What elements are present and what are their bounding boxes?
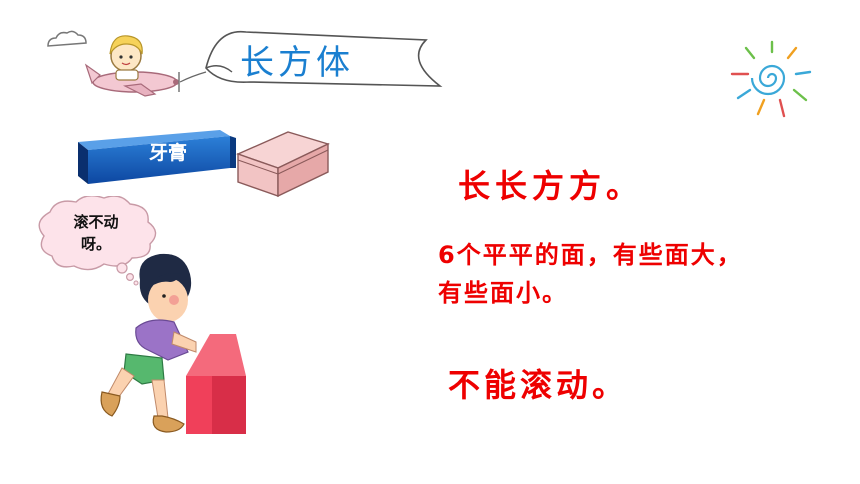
toothpaste-label: 牙膏 [148, 142, 187, 164]
red-cuboid-icon [186, 334, 246, 434]
statement-six-faces: 6个平平的面，有些面大， 有些面小。 [438, 236, 743, 312]
thought-bubble-line-1: 滚不动 [73, 213, 119, 231]
thought-bubble [38, 196, 157, 286]
girl-pilot-icon [109, 35, 143, 81]
cloud-icon [47, 30, 87, 47]
statement-six-faces-line-1: 6个平平的面，有些面大， [438, 241, 743, 269]
banner-illustration [47, 30, 443, 97]
airplane-icon [84, 63, 180, 97]
statement-cannot-roll: 不能滚动。 [448, 366, 629, 404]
toothpaste-box [78, 130, 236, 184]
sun-icon [730, 40, 812, 118]
page-title: 长方体 [240, 43, 354, 83]
thought-bubble-line-2: 呀。 [80, 235, 111, 253]
thought-bubble-text: 滚不动 呀。 [56, 211, 136, 255]
banner-ribbon [205, 30, 443, 87]
statement-long-square: 长长方方。 [458, 167, 644, 205]
pink-box [236, 131, 330, 198]
statement-six-faces-line-2: 有些面小。 [438, 279, 568, 307]
boy-icon [100, 253, 197, 433]
boy-pushing-cuboid [100, 253, 246, 434]
